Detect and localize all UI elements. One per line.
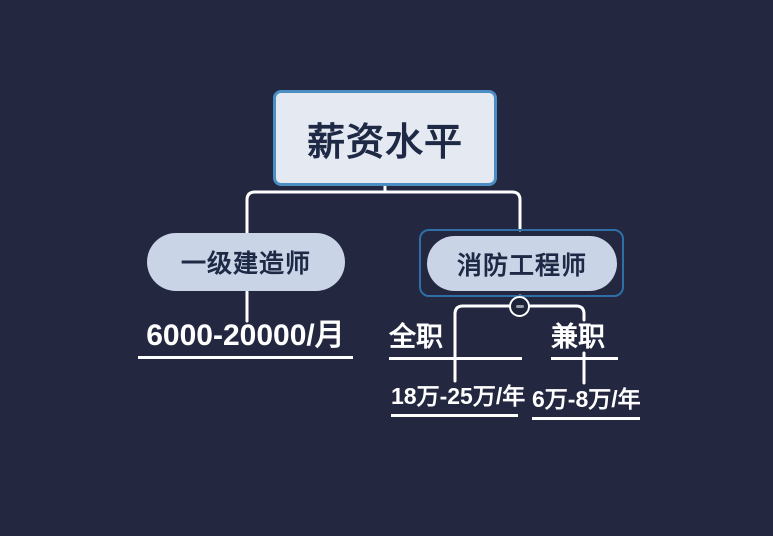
node-fulltime-salary[interactable]: 18万-25万/年 (391, 383, 525, 417)
node-salary-root[interactable]: 薪资水平 (273, 90, 497, 186)
collapse-handle-dash (515, 305, 524, 308)
node-parttime-salary[interactable]: 6万-8万/年 (532, 386, 641, 420)
node-constructor[interactable]: 一级建造师 (147, 233, 345, 291)
node-constructor-salary[interactable]: 6000-20000/月 (138, 320, 353, 359)
root-label: 薪资水平 (306, 121, 463, 164)
node-fire-engineer-label: 消防工程师 (456, 251, 587, 280)
node-constructor-label: 一级建造师 (180, 250, 311, 278)
node-fulltime[interactable]: 全职 (389, 322, 522, 360)
node-fire-engineer[interactable]: 消防工程师 (427, 236, 617, 291)
connector-root-bracket (245, 190, 522, 236)
node-parttime[interactable]: 兼职 (551, 322, 618, 360)
collapse-handle[interactable] (509, 296, 530, 317)
